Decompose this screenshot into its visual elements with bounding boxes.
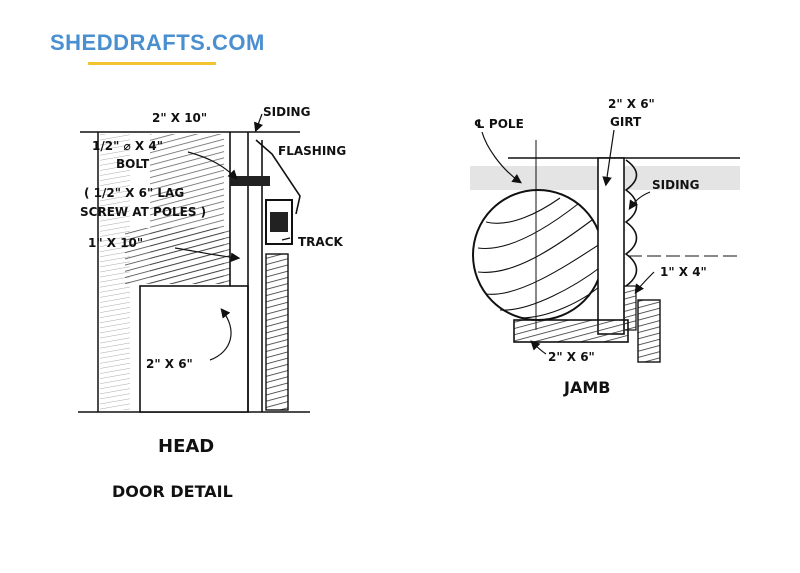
- label-flashing: FLASHING: [278, 144, 346, 158]
- title-head: HEAD: [158, 436, 214, 457]
- label-girt: GIRT: [610, 115, 642, 129]
- label-siding-head: SIDING: [263, 105, 310, 119]
- jamb-detail: ℄ POLE 2" X 6" GIRT SIDING 1" X 4" 2" X …: [470, 97, 740, 397]
- jamb-door-panel: [637, 299, 661, 363]
- door-opening: [139, 285, 249, 413]
- label-lag-2: SCREW AT POLES ): [80, 205, 206, 219]
- label-pole: ℄ POLE: [474, 117, 524, 131]
- trim-1x4: [623, 285, 637, 331]
- brand-logo: SHEDDRAFTS.COM: [50, 30, 265, 55]
- label-bottom-board: 2" X 6": [548, 350, 595, 364]
- door-panel: [265, 253, 289, 411]
- track: [265, 199, 293, 245]
- label-header-size: 2" X 10": [152, 111, 207, 125]
- label-trim: 1" X 4": [660, 265, 707, 279]
- flashing: [255, 139, 301, 215]
- label-bolt: BOLT: [116, 157, 150, 171]
- siding-wave: [624, 159, 638, 287]
- label-siding-jamb: SIDING: [652, 178, 699, 192]
- label-track: TRACK: [298, 235, 344, 249]
- bolt: [230, 176, 270, 186]
- caption-door-detail: DOOR DETAIL: [112, 482, 233, 501]
- label-bolt-size: 1/2" ⌀ X 4": [92, 139, 163, 153]
- girt: [597, 157, 625, 335]
- title-jamb: JAMB: [563, 378, 610, 397]
- label-girt-size: 2" X 6": [608, 97, 655, 111]
- label-board: 1" X 10": [88, 236, 143, 250]
- bottom-board: [513, 319, 629, 343]
- label-stud: 2" X 6": [146, 357, 193, 371]
- head-detail: 2" X 10" SIDING 1/2" ⌀ X 4" BOLT FLASHIN…: [78, 105, 346, 501]
- pole-grain: [477, 197, 603, 319]
- board-1x10: [125, 228, 230, 284]
- label-lag-1: ( 1/2" X 6" LAG: [84, 186, 184, 200]
- logo-underline: [88, 62, 216, 65]
